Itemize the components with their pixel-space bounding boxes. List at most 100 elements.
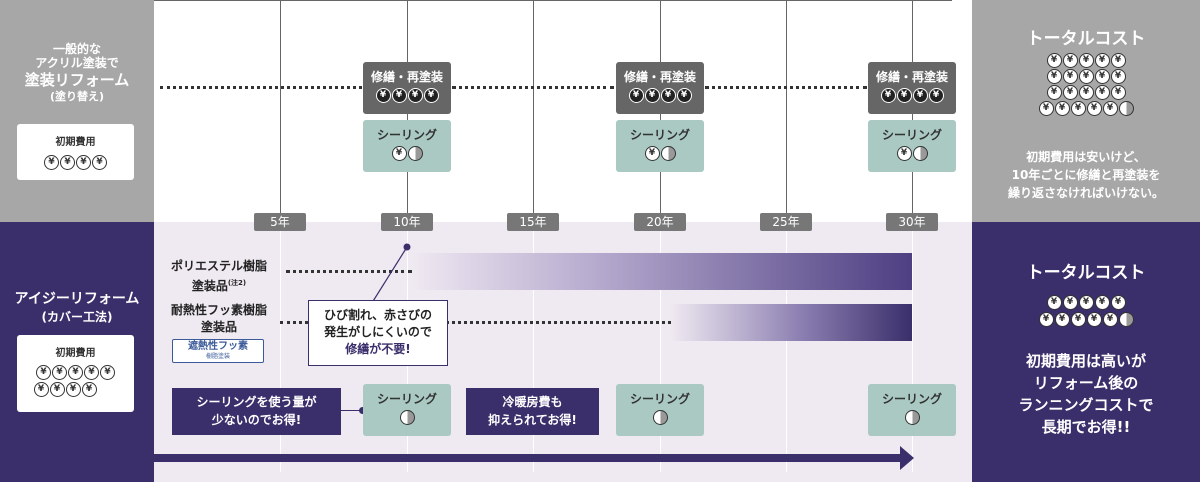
- igy-title: アイジーリフォーム (カバー工法): [0, 290, 154, 326]
- sealing-box: シーリング ¥: [616, 120, 704, 172]
- yen-coin-icon: ¥: [1038, 101, 1054, 116]
- half-coin-icon: [1118, 101, 1134, 116]
- sealing-box: シーリング ¥: [868, 120, 956, 172]
- yen-coin-icon: ¥: [1102, 101, 1118, 116]
- igy-total-title: トータルコスト: [1026, 263, 1146, 283]
- sealing-label: シーリング: [629, 128, 690, 142]
- yen-coin-icon: ¥: [1062, 85, 1078, 100]
- sealing-box: シーリング: [868, 384, 956, 436]
- conventional-total-note: 初期費用は安いけど、 10年ごとに修繕と再塗装を 繰り返さなければいけない。: [972, 148, 1200, 202]
- yen-coin-icon: ¥: [100, 365, 115, 380]
- yen-coin-icon: ¥: [1110, 69, 1126, 84]
- product-line: 塗装品: [191, 279, 228, 293]
- yen-coin-icon: ¥: [52, 365, 67, 380]
- yen-coin-icon: ¥: [676, 88, 692, 103]
- year-label: 10年: [381, 213, 433, 231]
- product-line: 耐熱性フッ素樹脂: [170, 303, 267, 317]
- yen-coin-icon: ¥: [1054, 312, 1070, 327]
- product-note: (注2): [227, 279, 247, 287]
- title-line: 一般的な: [52, 42, 101, 56]
- yen-coin-icon: ¥: [60, 155, 75, 170]
- sealing-label: シーリング: [881, 128, 942, 142]
- yen-coin-icon: ¥: [1078, 69, 1094, 84]
- grid-line: [533, 0, 534, 222]
- sealing-box: シーリング: [363, 384, 451, 436]
- product1-durability-bar: [412, 253, 912, 290]
- timeline-arrow-shaft: [154, 454, 902, 462]
- igy-total-coins: ¥¥¥¥¥ ¥¥¥¥¥: [972, 293, 1200, 327]
- note-line: 繰り返さなければいけない。: [1007, 186, 1164, 200]
- yen-coin-icon: ¥: [1094, 295, 1110, 310]
- yen-coin-icon: ¥: [391, 146, 407, 161]
- product1-label: ポリエステル樹脂 塗装品(注2): [158, 258, 280, 295]
- no-repair-callout: ひび割れ、赤さびの 発生がしにくいので 修繕が不要!: [308, 300, 448, 366]
- half-coin-icon: [399, 410, 415, 425]
- sealing-label: シーリング: [629, 392, 690, 406]
- badge-sub: 樹脂塗装: [205, 353, 230, 360]
- grid-line: [786, 222, 787, 472]
- yen-coin-icon: ¥: [660, 88, 676, 103]
- repair-label: 修繕・再塗装: [875, 70, 948, 84]
- yen-coin-icon: ¥: [1046, 85, 1062, 100]
- callout-connector: [369, 243, 411, 307]
- year-label: 15年: [507, 213, 559, 231]
- sealing-label: シーリング: [881, 392, 942, 406]
- igy-total-note: 初期費用は高いが リフォーム後の ランニングコストで 長期でお得!!: [972, 350, 1200, 438]
- sealing-savings-note: シーリングを使う量が 少ないのでお得!: [172, 388, 341, 435]
- half-coin-icon: [912, 146, 928, 161]
- yen-coin-icon: ¥: [36, 365, 51, 380]
- product-line: ポリエステル樹脂: [170, 259, 267, 273]
- yen-coin-icon: ¥: [1062, 295, 1078, 310]
- note-line: リフォーム後の: [1033, 374, 1139, 392]
- product-line: 塗装品: [200, 320, 237, 334]
- yen-coin-icon: ¥: [33, 382, 49, 397]
- grid-line: [660, 222, 661, 472]
- note-line: 10年ごとに修繕と再塗装を: [1011, 168, 1161, 182]
- grid-line: [912, 222, 913, 472]
- note-line: 初期費用は高いが: [1025, 352, 1146, 370]
- conventional-label-panel: [0, 0, 154, 222]
- top-border: [154, 0, 952, 1]
- sealing-box: シーリング: [616, 384, 704, 436]
- note-connector-dot: [359, 407, 366, 414]
- repair-box: 修繕・再塗装 ¥¥¥¥: [363, 62, 451, 114]
- yen-coin-icon: ¥: [1102, 312, 1118, 327]
- product2-durability-bar: [671, 304, 912, 341]
- callout-line: 修繕が不要!: [345, 342, 411, 356]
- sealing-label: シーリング: [376, 392, 437, 406]
- dotted-connector: [160, 86, 362, 89]
- badge-main: 遮熱性フッ素: [188, 341, 248, 352]
- yen-coin-icon: ¥: [68, 365, 83, 380]
- callout-line: ひび割れ、赤さびの: [323, 308, 433, 322]
- yen-coin-icon: ¥: [1070, 101, 1086, 116]
- yen-coin-icon: ¥: [1054, 101, 1070, 116]
- yen-coin-icon: ¥: [1062, 53, 1078, 68]
- year-label: 30年: [886, 213, 938, 231]
- yen-coin-icon: ¥: [1110, 53, 1126, 68]
- yen-coin-icon: ¥: [1094, 53, 1110, 68]
- initial-cost-label: 初期費用: [55, 137, 96, 148]
- dotted-connector: [286, 270, 412, 273]
- note-line: 初期費用は安いけど、: [1026, 150, 1146, 164]
- yen-coin-icon: ¥: [76, 155, 91, 170]
- yen-coin-icon: ¥: [880, 88, 896, 103]
- yen-coin-icon: ¥: [92, 155, 107, 170]
- coin-row: ¥¥¥¥: [17, 152, 134, 171]
- coin-row: ¥¥¥¥¥ ¥¥¥¥: [17, 363, 134, 397]
- yen-coin-icon: ¥: [1070, 312, 1086, 327]
- yen-coin-icon: ¥: [65, 382, 81, 397]
- title-line: 塗装リフォーム: [24, 71, 130, 89]
- note-line: 抑えられてお得!: [488, 413, 577, 427]
- yen-coin-icon: ¥: [84, 365, 99, 380]
- hvac-savings-note: 冷暖房費も 抑えられてお得!: [466, 388, 599, 435]
- yen-coin-icon: ¥: [1110, 85, 1126, 100]
- repair-box: 修繕・再塗装 ¥¥¥¥: [616, 62, 704, 114]
- grid-line: [280, 222, 281, 472]
- yen-coin-icon: ¥: [44, 155, 59, 170]
- yen-coin-icon: ¥: [1094, 69, 1110, 84]
- yen-coin-icon: ¥: [391, 88, 407, 103]
- yen-coin-icon: ¥: [49, 382, 65, 397]
- yen-coin-icon: ¥: [1078, 295, 1094, 310]
- yen-coin-icon: ¥: [896, 88, 912, 103]
